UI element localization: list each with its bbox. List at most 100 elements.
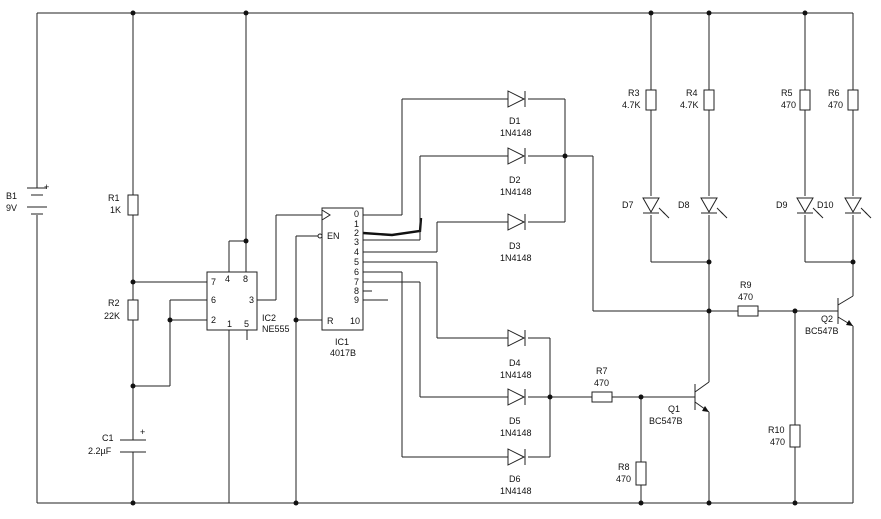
d3-value: 1N4148 [500, 253, 532, 263]
d1-ref: D1 [509, 116, 521, 126]
led-d7: D7 [622, 197, 670, 219]
r5-ref: R5 [781, 88, 793, 98]
ic2-pin5: 5 [244, 319, 249, 329]
ic1-ref: IC1 [335, 337, 349, 347]
ic1-pin8: 8 [354, 286, 359, 296]
ic2-pin3: 3 [249, 295, 254, 305]
ic2-ne555: 7 4 8 6 3 2 1 5 IC2 NE555 [206, 271, 290, 334]
ic2-pin4: 4 [225, 274, 230, 284]
d2-ref: D2 [509, 175, 521, 185]
q2-value: BC547B [805, 326, 839, 336]
wiring [36, 12, 854, 504]
resistor-r2: R2 22K [104, 298, 139, 321]
r1-value: 1K [110, 205, 121, 215]
d6-value: 1N4148 [500, 486, 532, 496]
diode-d3: D3 1N4148 [500, 213, 532, 263]
diode-d4: D4 1N4148 [500, 329, 532, 380]
ic1-r-label: R [327, 316, 334, 326]
r3-value: 4.7K [622, 100, 641, 110]
d9-ref: D9 [776, 200, 788, 210]
ic2-pin8: 8 [243, 274, 248, 284]
d1-value: 1N4148 [500, 128, 532, 138]
r2-value: 22K [104, 311, 120, 321]
r9-value: 470 [738, 292, 753, 302]
resistor-r1: R1 1K [108, 193, 139, 216]
ic1-pin3: 3 [354, 237, 359, 247]
transistor-q1: Q1 BC547B [649, 381, 710, 426]
r8-value: 470 [616, 474, 631, 484]
b1-plus: + [44, 182, 49, 192]
d4-value: 1N4148 [500, 370, 532, 380]
c1-ref: C1 [102, 433, 114, 443]
d6-ref: D6 [509, 474, 521, 484]
ic2-pin7: 7 [211, 277, 216, 287]
d3-ref: D3 [509, 241, 521, 251]
d7-ref: D7 [622, 200, 634, 210]
b1-ref: B1 [6, 191, 17, 201]
r6-value: 470 [828, 100, 843, 110]
junction-dots [130, 10, 856, 506]
ic2-value: NE555 [262, 324, 290, 334]
d2-value: 1N4148 [500, 187, 532, 197]
c1-plus: + [140, 427, 145, 437]
q2-ref: Q2 [821, 314, 833, 324]
resistor-r8: R8 470 [616, 461, 647, 486]
ic1-pin0: 0 [354, 209, 359, 219]
diode-d5: D5 1N4148 [500, 388, 532, 438]
resistor-r5: R5 470 [781, 88, 811, 111]
resistor-r3: R3 4.7K [622, 88, 657, 111]
b1-value: 9V [6, 203, 17, 213]
c1-value: 2.2µF [88, 446, 112, 456]
ic1-value: 4017B [330, 348, 356, 358]
d10-ref: D10 [817, 200, 834, 210]
diode-d1: D1 1N4148 [500, 90, 532, 138]
r1-ref: R1 [108, 193, 120, 203]
resistor-r6: R6 470 [828, 88, 859, 111]
battery-b1: + B1 9V [6, 182, 49, 215]
ic2-pin1: 1 [227, 319, 232, 329]
ic1-pin2: 2 [354, 228, 359, 238]
ic1-pin9: 9 [354, 295, 359, 305]
diode-d6: D6 1N4148 [500, 448, 532, 496]
ic1-pin1: 1 [354, 219, 359, 229]
d5-ref: D5 [509, 416, 521, 426]
r7-value: 470 [594, 378, 609, 388]
r2-ref: R2 [108, 298, 120, 308]
led-d10: D10 [817, 197, 872, 219]
ic2-pin2: 2 [211, 315, 216, 325]
q1-value: BC547B [649, 416, 683, 426]
ic2-pin6: 6 [211, 295, 216, 305]
r10-ref: R10 [768, 425, 785, 435]
resistor-r7: R7 470 [591, 366, 613, 403]
ic1-pin6: 6 [354, 267, 359, 277]
d8-ref: D8 [678, 200, 690, 210]
ic1-pin10: 10 [350, 316, 360, 326]
ic1-en-label: EN [327, 231, 340, 241]
r6-ref: R6 [828, 88, 840, 98]
r5-value: 470 [781, 100, 796, 110]
r4-ref: R4 [686, 88, 698, 98]
led-d8: D8 [678, 197, 728, 219]
r8-ref: R8 [618, 462, 630, 472]
q1-ref: Q1 [668, 404, 680, 414]
ic1-pin5: 5 [354, 257, 359, 267]
resistor-r10: R10 470 [768, 424, 801, 448]
r9-ref: R9 [740, 280, 752, 290]
ic2-ref: IC2 [262, 313, 276, 323]
capacitor-c1: + C1 2.2µF [88, 427, 146, 456]
ic1-pin7: 7 [354, 277, 359, 287]
ic1-pin4: 4 [354, 247, 359, 257]
r3-ref: R3 [628, 88, 640, 98]
d4-ref: D4 [509, 358, 521, 368]
ic1-4017b: EN R 0 1 2 3 4 5 6 7 8 9 10 IC1 4017B [317, 207, 364, 358]
led-d9: D9 [776, 197, 824, 219]
transistor-q2: Q2 BC547B [805, 295, 854, 336]
r10-value: 470 [770, 437, 785, 447]
resistor-r9: R9 470 [737, 280, 759, 317]
resistor-r4: R4 4.7K [680, 88, 715, 111]
r7-ref: R7 [596, 366, 608, 376]
diode-d2: D2 1N4148 [500, 147, 532, 197]
d5-value: 1N4148 [500, 428, 532, 438]
r4-value: 4.7K [680, 100, 699, 110]
